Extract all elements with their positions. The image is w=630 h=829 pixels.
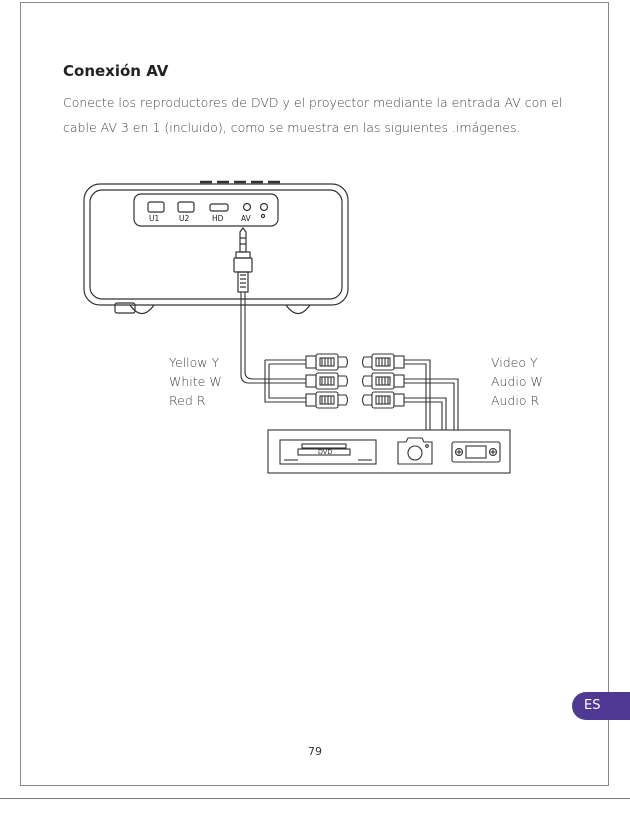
- port-label-av: AV: [241, 214, 252, 223]
- projector-foot-left: [130, 305, 154, 314]
- label-audio-white: Audio W: [491, 374, 543, 389]
- usb2-port-icon: [178, 202, 194, 212]
- port-label-u2: U2: [179, 214, 189, 223]
- rca-plug-white: [306, 373, 348, 389]
- rca-plug-yellow: [306, 354, 348, 370]
- hdmi-port-icon: [210, 204, 228, 211]
- rca-plugs-right: [363, 354, 459, 430]
- label-video: Video Y: [491, 355, 538, 370]
- projector-foot-right: [286, 305, 310, 314]
- rca-plug-red: [306, 392, 348, 408]
- dvd-label: DVD: [318, 448, 332, 456]
- av-port-icon: [244, 204, 251, 211]
- port-label-u1: U1: [149, 214, 159, 223]
- page-number: 79: [0, 745, 630, 758]
- label-red: Red R: [169, 393, 206, 408]
- language-tab: ES: [572, 692, 630, 720]
- usb1-port-icon: [148, 202, 164, 212]
- rca-plugs-left: [306, 354, 348, 408]
- label-yellow: Yellow Y: [169, 355, 219, 370]
- projector-body: [84, 184, 348, 305]
- av-jack-plug-icon: [234, 228, 252, 292]
- game-console-icon: [452, 442, 500, 462]
- source-devices-box: [268, 430, 510, 473]
- camera-icon: [398, 438, 432, 464]
- power-led-icon: [261, 204, 268, 211]
- av-cable: [241, 292, 306, 402]
- rca-plug-audio-red: [363, 392, 447, 430]
- port-label-hd: HD: [212, 214, 224, 223]
- label-white: White W: [169, 374, 222, 389]
- label-audio-red: Audio R: [491, 393, 540, 408]
